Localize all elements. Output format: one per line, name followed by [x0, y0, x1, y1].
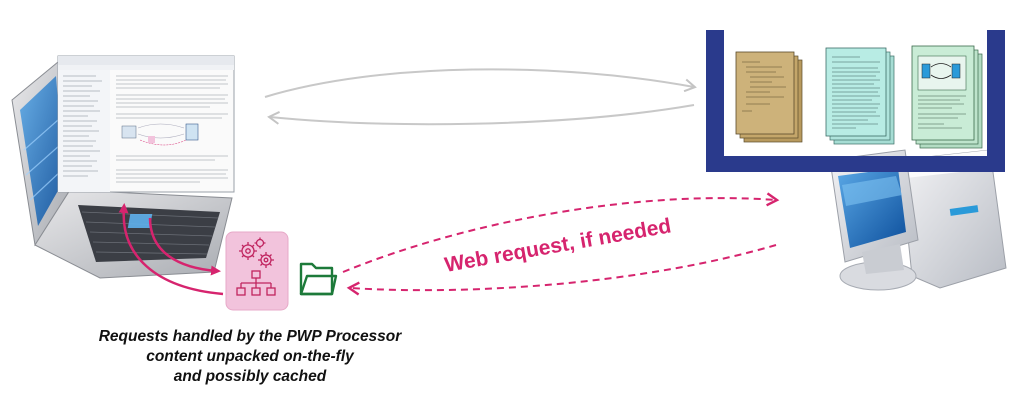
- caption-line-2: content unpacked on-the-fly: [146, 348, 354, 365]
- document-stack-icon: [911, 45, 983, 149]
- pwp-processor: [225, 231, 289, 311]
- gears-icon: [239, 237, 274, 268]
- laptop-icon: [11, 55, 235, 279]
- hierarchy-icon: [236, 270, 276, 296]
- caption-line-1: Requests handled by the PWP Processor: [98, 328, 402, 345]
- caption-line-3: and possibly cached: [173, 368, 327, 385]
- document-stack-icon: [825, 47, 895, 145]
- edge-label-web-request: Web request, if needed: [443, 214, 673, 277]
- web-request-arrows: [342, 198, 776, 290]
- server-document-store: [706, 30, 1005, 172]
- document-stack-icon: [735, 51, 803, 143]
- local-processing-arrows: [118, 203, 224, 296]
- processor-caption: Requests handled by the PWP Processor co…: [40, 327, 460, 387]
- grey-exchange-arrows: [264, 68, 697, 126]
- folder-icon: [299, 262, 338, 296]
